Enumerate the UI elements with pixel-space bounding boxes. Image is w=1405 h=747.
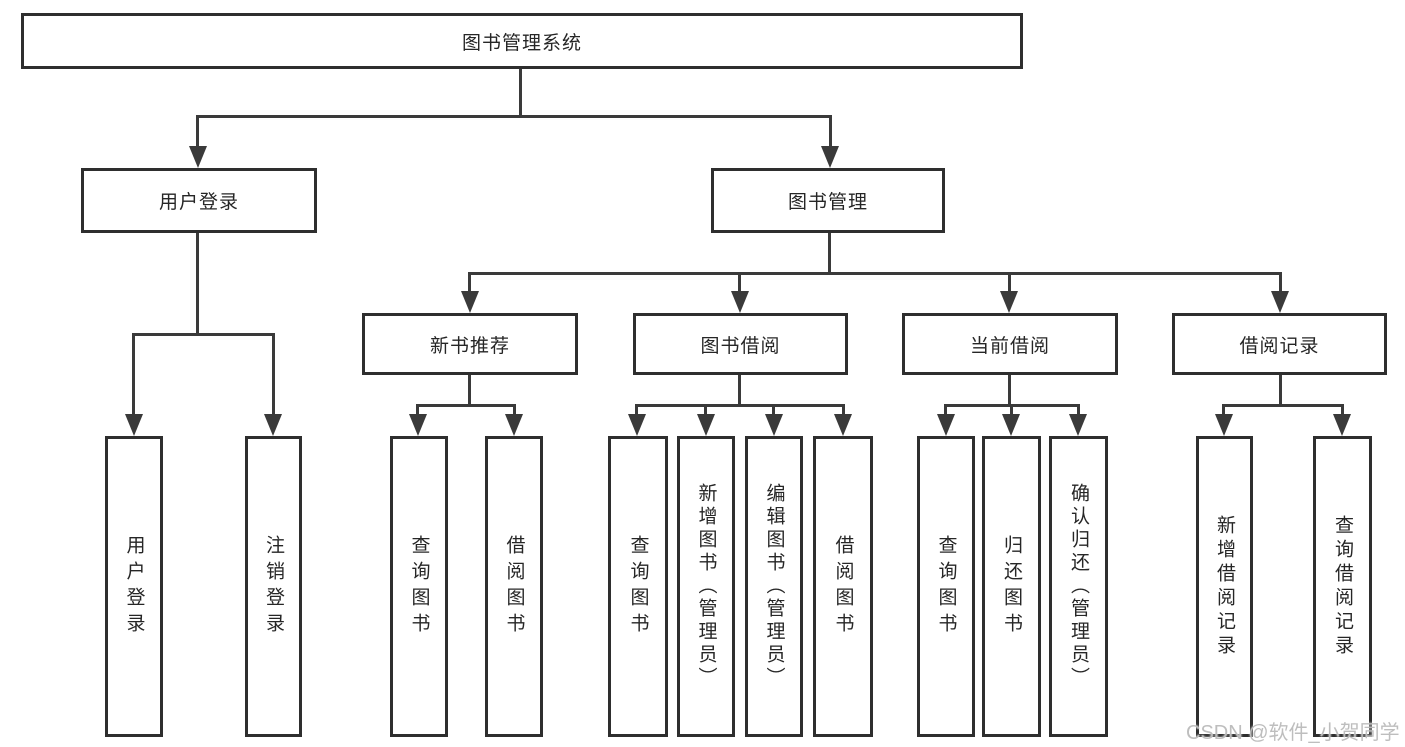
connector-line <box>416 404 516 407</box>
arrow-head <box>125 414 143 436</box>
node-label: 确认归还（管理员） <box>1068 483 1089 690</box>
connector-line <box>738 272 741 294</box>
arrow-head <box>409 414 427 436</box>
csdn-watermark: CSDN @软件_小贺同学 <box>1186 722 1400 744</box>
node-label: 新增借阅记录 <box>1214 514 1235 659</box>
leaf-add-borrow-record: 新增借阅记录 <box>1196 436 1253 737</box>
connector-line <box>635 404 638 416</box>
connector-line <box>829 115 832 148</box>
arrow-head <box>834 414 852 436</box>
leaf-borrow-books-recommend: 借阅图书 <box>485 436 543 737</box>
connector-line <box>772 404 775 416</box>
leaf-query-borrow-record: 查询借阅记录 <box>1313 436 1372 737</box>
node-label: 查询图书 <box>627 534 649 639</box>
node-label: 当前借阅 <box>969 335 1050 357</box>
leaf-user-login: 用户登录 <box>105 436 163 737</box>
node-label: 用户登录 <box>158 192 239 213</box>
arrow-head <box>1000 291 1018 313</box>
node-label: 查询借阅记录 <box>1332 514 1353 659</box>
leaf-query-books-current: 查询图书 <box>917 436 975 737</box>
arrow-head <box>1002 414 1020 436</box>
arrow-head <box>1215 414 1233 436</box>
connector-line <box>468 272 1282 275</box>
connector-line <box>1010 404 1013 416</box>
leaf-confirm-return-admin: 确认归还（管理员） <box>1049 436 1108 737</box>
arrow-head <box>1069 414 1087 436</box>
connector-line <box>513 404 516 416</box>
arrow-head <box>461 291 479 313</box>
connector-line <box>1222 404 1225 416</box>
connector-line <box>468 375 471 407</box>
node-borrowing-records: 借阅记录 <box>1172 313 1387 375</box>
node-label: 新增图书（管理员） <box>695 483 717 690</box>
connector-line <box>704 404 707 416</box>
leaf-logout: 注销登录 <box>245 436 302 737</box>
connector-line <box>196 115 199 148</box>
connector-line <box>1279 272 1282 294</box>
connector-line <box>416 404 419 416</box>
arrow-head <box>264 414 282 436</box>
node-current-borrowing: 当前借阅 <box>902 313 1118 375</box>
connector-line <box>944 404 947 416</box>
leaf-add-book-admin: 新增图书（管理员） <box>677 436 735 737</box>
arrow-head <box>821 146 839 168</box>
node-label: 借阅图书 <box>832 534 854 639</box>
arrow-head <box>731 291 749 313</box>
arrow-head <box>628 414 646 436</box>
connector-line <box>738 375 741 407</box>
connector-line <box>1341 404 1344 416</box>
node-label: 查询图书 <box>935 534 957 639</box>
leaf-edit-book-admin: 编辑图书（管理员） <box>745 436 803 737</box>
arrow-head <box>937 414 955 436</box>
node-label: 图书借阅 <box>700 335 781 357</box>
arrow-head <box>765 414 783 436</box>
arrow-head <box>1271 291 1289 313</box>
connector-line <box>1077 404 1080 416</box>
connector-line <box>1008 272 1011 294</box>
arrow-head <box>505 414 523 436</box>
connector-line <box>468 272 471 294</box>
node-library-management-system: 图书管理系统 <box>21 13 1023 69</box>
connector-line <box>842 404 845 416</box>
connector-line <box>132 333 135 416</box>
node-label: 图书管理系统 <box>461 32 582 54</box>
arrow-head <box>1333 414 1351 436</box>
connector-line <box>196 115 832 118</box>
node-label: 借阅记录 <box>1239 335 1320 357</box>
connector-line <box>1222 404 1344 407</box>
node-label: 借阅图书 <box>503 534 525 639</box>
node-book-borrowing: 图书借阅 <box>633 313 848 375</box>
leaf-query-books-recommend: 查询图书 <box>390 436 448 737</box>
node-user-login: 用户登录 <box>81 168 317 233</box>
connector-line <box>1008 375 1011 407</box>
connector-line <box>828 233 831 275</box>
node-label: 新书推荐 <box>429 335 510 357</box>
node-label: 图书管理 <box>787 192 868 213</box>
leaf-borrow-books-borrowing: 借阅图书 <box>813 436 873 737</box>
arrow-head <box>189 146 207 168</box>
node-label: 查询图书 <box>408 534 430 639</box>
connector-line <box>132 333 275 336</box>
node-new-book-recommendation: 新书推荐 <box>362 313 578 375</box>
arrow-head <box>697 414 715 436</box>
connector-line <box>1279 375 1282 407</box>
leaf-return-books: 归还图书 <box>982 436 1041 737</box>
node-label: 用户登录 <box>123 534 145 639</box>
connector-line <box>635 404 845 407</box>
node-label: 编辑图书（管理员） <box>763 483 785 690</box>
leaf-query-books-borrowing: 查询图书 <box>608 436 668 737</box>
connector-line <box>272 333 275 416</box>
connector-line <box>196 233 199 335</box>
node-label: 注销登录 <box>263 534 284 639</box>
node-book-management: 图书管理 <box>711 168 945 233</box>
connector-line <box>519 69 522 117</box>
node-label: 归还图书 <box>1001 534 1022 639</box>
